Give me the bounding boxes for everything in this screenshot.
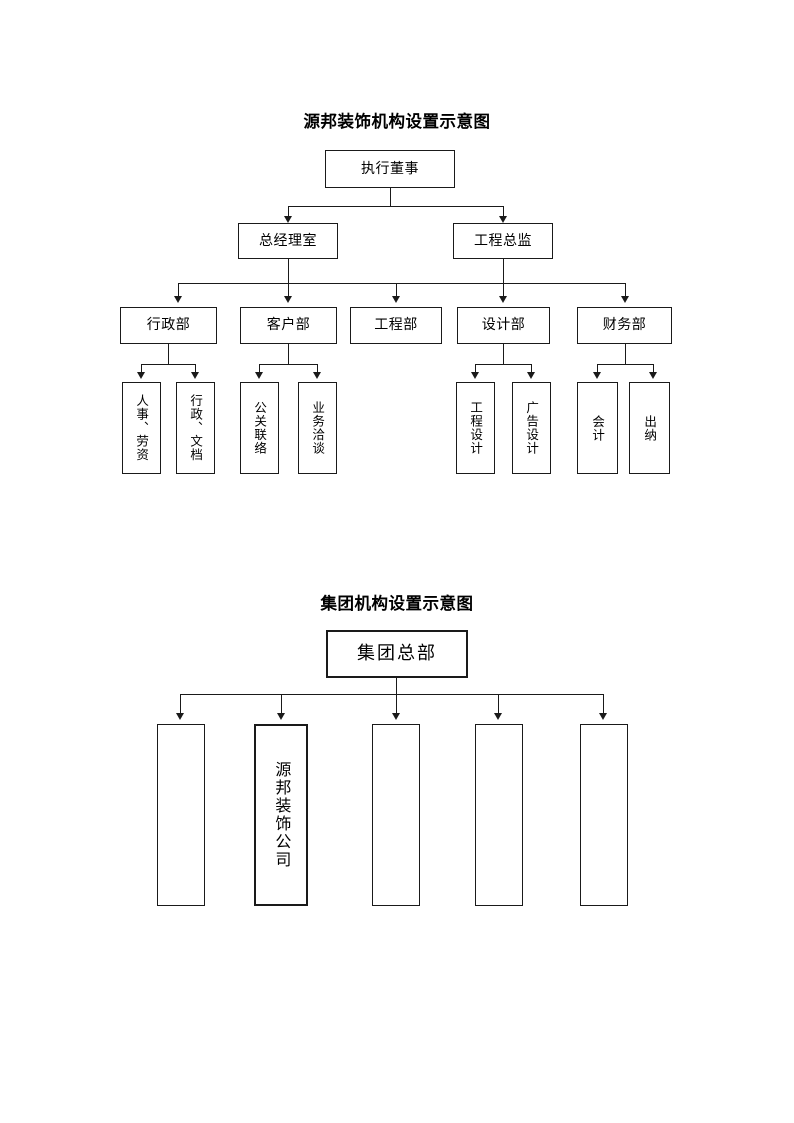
connector-finance-drop-1 (597, 364, 598, 375)
arrow-dept-3 (391, 296, 400, 303)
arrow-admin-1 (136, 372, 145, 379)
arrow-finance-2 (648, 372, 657, 379)
connector-l2-drop-2 (503, 206, 504, 219)
connector-l2-stem-1 (288, 259, 289, 283)
chart-2-title: 集团机构设置示意图 (320, 594, 474, 613)
connector-finance-drop-2 (653, 364, 654, 375)
node-design-dept: 设计部 (457, 307, 550, 344)
arrow-sub-4 (493, 713, 502, 720)
connector-group-bus (180, 694, 603, 695)
node-cashier: 出纳 (629, 382, 670, 474)
node-hr-payroll: 人事、劳资 (122, 382, 161, 474)
arrow-dept-1 (173, 296, 182, 303)
connector-admin-stem (168, 344, 169, 364)
connector-departments-bus (178, 283, 625, 284)
arrow-design-1 (470, 372, 479, 379)
connector-sub-drop-4 (498, 694, 499, 716)
connector-dept-drop-1 (178, 283, 179, 299)
connector-customer-stem (288, 344, 289, 364)
connector-l1-bus (288, 206, 503, 207)
node-subsidiary-1 (157, 724, 205, 906)
node-engineering-design: 工程设计 (456, 382, 495, 474)
connector-design-drop-1 (475, 364, 476, 375)
chart-1-title: 源邦装饰机构设置示意图 (303, 112, 491, 131)
connector-design-bus (475, 364, 531, 365)
node-subsidiary-4 (475, 724, 523, 906)
connector-l1-stem (390, 188, 391, 206)
arrow-sub-2 (276, 713, 285, 720)
arrow-dept-4 (498, 296, 507, 303)
node-subsidiary-yuanbang-decoration: 源邦装饰公司 (254, 724, 308, 906)
connector-admin-bus (141, 364, 195, 365)
arrow-design-2 (526, 372, 535, 379)
connector-customer-drop-1 (259, 364, 260, 375)
node-business-negotiation: 业务洽谈 (298, 382, 337, 474)
arrow-sub-5 (598, 713, 607, 720)
node-engineering-dept: 工程部 (350, 307, 442, 344)
connector-design-drop-2 (531, 364, 532, 375)
node-executive-director: 执行董事 (325, 150, 455, 188)
node-group-headquarters: 集团总部 (326, 630, 468, 678)
connector-customer-drop-2 (317, 364, 318, 375)
node-advertising-design: 广告设计 (512, 382, 551, 474)
node-customer-dept: 客户部 (240, 307, 337, 344)
arrow-dept-2 (283, 296, 292, 303)
connector-l2-stem-2 (503, 259, 504, 283)
connector-dept-drop-3 (396, 283, 397, 299)
connector-dept-drop-5 (625, 283, 626, 299)
arrow-sub-1 (175, 713, 184, 720)
connector-dept-drop-4 (503, 283, 504, 299)
arrow-l2-2 (498, 216, 507, 223)
connector-admin-drop-1 (141, 364, 142, 375)
node-chief-engineer: 工程总监 (453, 223, 553, 259)
node-public-relations: 公关联络 (240, 382, 279, 474)
connector-group-stem (396, 678, 397, 694)
arrow-finance-1 (592, 372, 601, 379)
connector-finance-bus (597, 364, 653, 365)
arrow-dept-5 (620, 296, 629, 303)
node-administration-dept: 行政部 (120, 307, 217, 344)
connector-dept-drop-2 (288, 283, 289, 299)
node-accounting: 会计 (577, 382, 618, 474)
connector-sub-drop-5 (603, 694, 604, 716)
connector-l2-drop-1 (288, 206, 289, 219)
node-finance-dept: 财务部 (577, 307, 672, 344)
node-subsidiary-5 (580, 724, 628, 906)
node-subsidiary-3 (372, 724, 420, 906)
arrow-sub-3 (391, 713, 400, 720)
connector-customer-bus (259, 364, 317, 365)
arrow-l2-1 (283, 216, 292, 223)
connector-design-stem (503, 344, 504, 364)
connector-admin-drop-2 (195, 364, 196, 375)
node-admin-documents: 行政、文档 (176, 382, 215, 474)
arrow-admin-2 (190, 372, 199, 379)
connector-sub-drop-1 (180, 694, 181, 716)
connector-sub-drop-2 (281, 694, 282, 716)
arrow-customer-1 (254, 372, 263, 379)
connector-finance-stem (625, 344, 626, 364)
node-general-manager-office: 总经理室 (238, 223, 338, 259)
arrow-customer-2 (312, 372, 321, 379)
connector-sub-drop-3 (396, 694, 397, 716)
